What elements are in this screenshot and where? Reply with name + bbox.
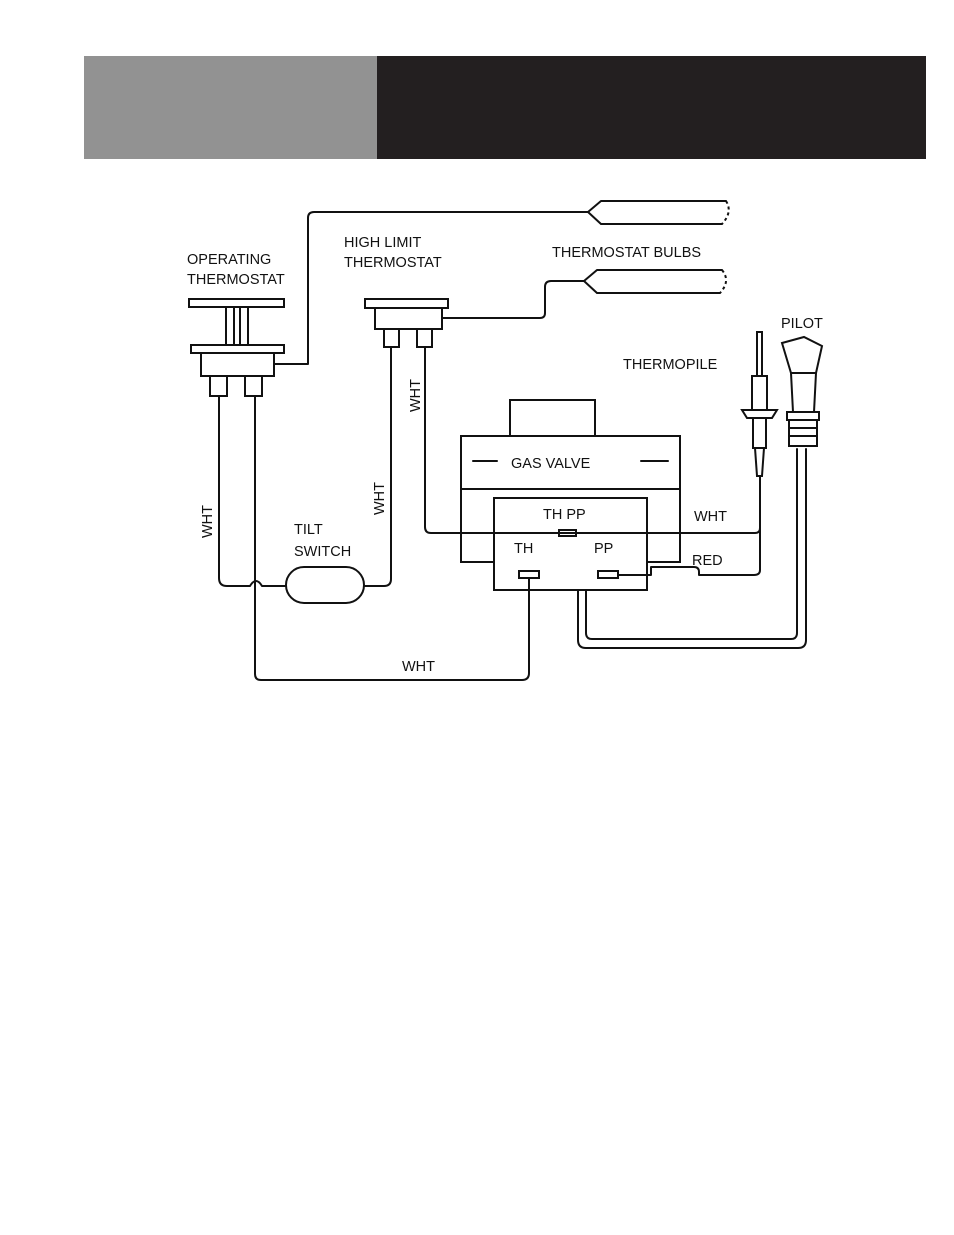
gas-valve bbox=[461, 400, 680, 590]
label-wire-wht-tilt: WHT bbox=[372, 482, 388, 515]
label-wire-wht-thermopile: WHT bbox=[694, 509, 727, 525]
tilt-switch bbox=[286, 567, 364, 603]
operating-thermostat bbox=[189, 299, 284, 396]
label-high-limit-2: THERMOSTAT bbox=[344, 255, 442, 271]
label-wire-red: RED bbox=[692, 553, 723, 569]
label-pp: PP bbox=[594, 541, 613, 557]
capillary-high-limit bbox=[442, 281, 584, 318]
thermostat-bulb-lower bbox=[584, 270, 726, 293]
label-wire-wht-operating: WHT bbox=[200, 505, 216, 538]
label-tilt-switch-2: SWITCH bbox=[294, 544, 351, 560]
label-th: TH bbox=[514, 541, 533, 557]
label-operating-thermostat-2: THERMOSTAT bbox=[187, 272, 285, 288]
label-high-limit-1: HIGH LIMIT bbox=[344, 235, 421, 251]
thermostat-bulb-upper bbox=[588, 201, 729, 224]
wire-tilt-to-high-limit bbox=[364, 347, 391, 586]
label-operating-thermostat-1: OPERATING bbox=[187, 252, 271, 268]
pilot bbox=[782, 337, 822, 446]
label-wire-wht-bottom: WHT bbox=[402, 659, 435, 675]
thermopile bbox=[742, 332, 777, 476]
wire-op-to-tilt bbox=[219, 396, 286, 586]
label-th-pp: TH PP bbox=[543, 507, 586, 523]
label-wire-wht-high-limit: WHT bbox=[408, 379, 424, 412]
label-gas-valve: GAS VALVE bbox=[511, 456, 591, 472]
label-tilt-switch-1: TILT bbox=[294, 522, 323, 538]
high-limit-thermostat bbox=[365, 299, 448, 347]
label-thermopile: THERMOPILE bbox=[623, 357, 718, 373]
label-thermostat-bulbs: THERMOSTAT BULBS bbox=[552, 245, 701, 261]
label-pilot: PILOT bbox=[781, 316, 823, 332]
